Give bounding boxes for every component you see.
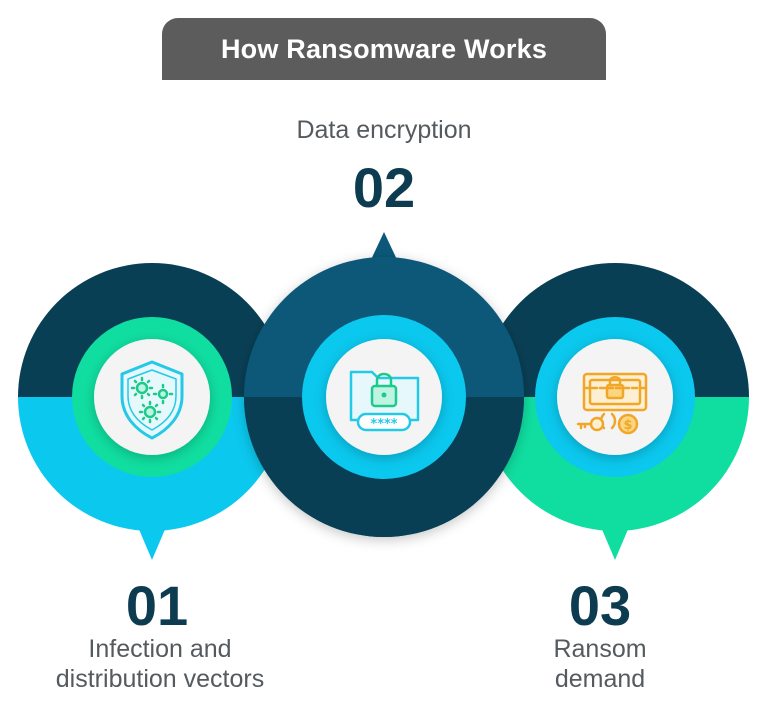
stage-3-pointer	[601, 527, 629, 560]
password-mask-text: ****	[370, 417, 397, 432]
locked-folder-password-icon: ****	[349, 370, 420, 432]
title-banner: How Ransomware Works	[162, 18, 606, 80]
step-1-label-line-1: Infection and	[88, 635, 232, 663]
stage-1-pointer	[138, 527, 166, 560]
step-2-label: Data encryption	[296, 116, 472, 144]
shield-virus-icon	[120, 360, 184, 440]
chained-safe-key-dollar-icon: $	[576, 372, 648, 435]
step-3-label-line-2: demand	[554, 665, 646, 693]
step-2-number: 02	[352, 156, 416, 219]
step-3-label: Ransom demand	[480, 634, 720, 694]
step-3-label-line-1: Ransom	[553, 635, 647, 663]
step-1-label-line-2: distribution vectors	[55, 665, 265, 693]
step-1-label: Infection and distribution vectors	[30, 634, 290, 694]
step-1-number: 01	[125, 574, 189, 637]
step-3-number: 03	[568, 574, 632, 637]
dollar-sign-text: $	[623, 418, 632, 433]
